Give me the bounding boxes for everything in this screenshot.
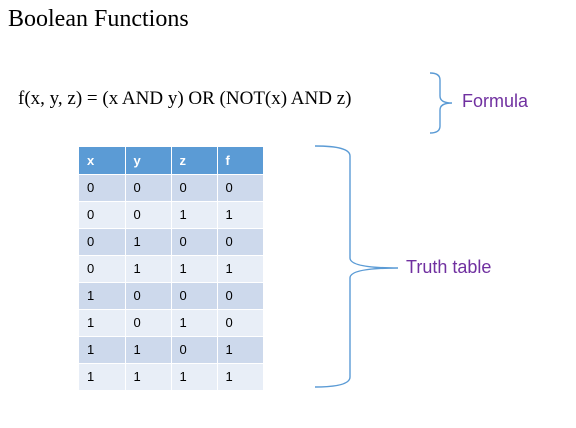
column-header-y: y (125, 147, 172, 175)
table-cell: 0 (125, 309, 172, 337)
table-cell: 1 (125, 228, 172, 256)
table-cell: 0 (171, 336, 218, 364)
column-header-z: z (171, 147, 218, 175)
formula-label: Formula (462, 91, 529, 111)
table-cell: 0 (217, 228, 264, 256)
formula-text: f(x, y, z) = (x AND y) OR (NOT(x) AND z) (18, 88, 352, 109)
table-cell: 1 (171, 309, 218, 337)
truth-table-label: Truth table (406, 257, 492, 277)
table-cell: 0 (125, 282, 172, 310)
table-cell: 1 (125, 363, 172, 391)
table-cell: 0 (171, 282, 218, 310)
table-cell: 0 (79, 255, 126, 283)
formula-brace-path (429, 72, 453, 134)
table-cell: 1 (171, 255, 218, 283)
table-cell: 1 (217, 201, 264, 229)
table-cell: 1 (171, 201, 218, 229)
table-cell: 0 (217, 309, 264, 337)
table-cell: 0 (79, 174, 126, 202)
column-header-f: f (217, 147, 264, 175)
table-cell: 0 (217, 174, 264, 202)
table-cell: 0 (217, 282, 264, 310)
table-cell: 1 (79, 336, 126, 364)
table-cell: 1 (125, 336, 172, 364)
table-cell: 1 (171, 363, 218, 391)
table-cell: 1 (217, 255, 264, 283)
truth-table-brace-path (314, 145, 399, 388)
column-header-x: x (79, 147, 126, 175)
slide-title: Boolean Functions (8, 6, 189, 32)
table-cell: 1 (217, 336, 264, 364)
table-cell: 0 (79, 228, 126, 256)
table-cell: 1 (79, 282, 126, 310)
table-cell: 0 (125, 201, 172, 229)
table-cell: 1 (217, 363, 264, 391)
table-cell: 0 (171, 228, 218, 256)
table-cell: 0 (171, 174, 218, 202)
table-cell: 1 (79, 309, 126, 337)
table-cell: 1 (125, 255, 172, 283)
table-cell: 0 (79, 201, 126, 229)
table-cell: 1 (79, 363, 126, 391)
table-cell: 0 (125, 174, 172, 202)
